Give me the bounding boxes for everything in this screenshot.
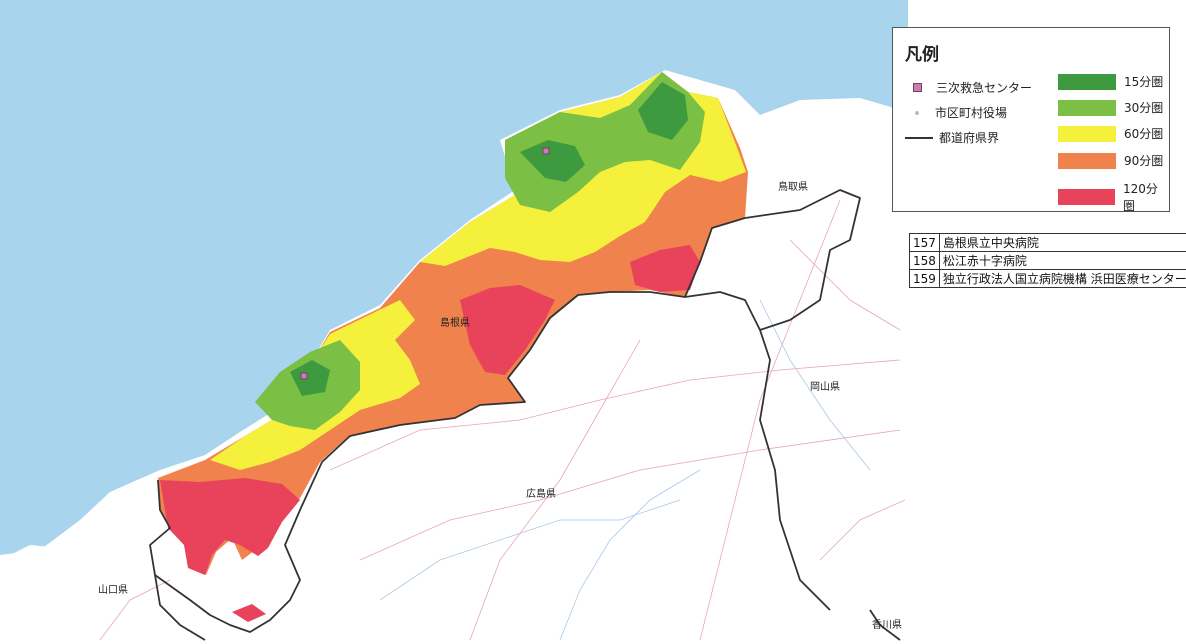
- hospital-id: 158: [909, 251, 940, 270]
- emergency-center-marker[interactable]: [300, 372, 308, 380]
- hospital-name: 松江赤十字病院: [938, 251, 1186, 270]
- map[interactable]: 島根県 鳥取県 岡山県 広島県 山口県 香川県: [0, 0, 908, 644]
- hospital-name: 独立行政法人国立病院機構 浜田医療センター: [938, 269, 1186, 288]
- road-network: [99, 199, 906, 641]
- legend-title: 凡例: [905, 45, 939, 65]
- label-tottori: 鳥取県: [778, 180, 808, 193]
- label-okayama: 岡山県: [810, 381, 840, 393]
- zone-swatch: [1058, 189, 1115, 205]
- legend-zone-120: 120分圏: [1058, 180, 1169, 214]
- hospital-table: 157 島根県立中央病院 158 松江赤十字病院 159 独立行政法人国立病院機…: [909, 233, 1186, 288]
- yamaguchi-border: [154, 574, 206, 641]
- shimane-border: [149, 217, 746, 633]
- kagawa-border: [869, 609, 901, 641]
- label-yamaguchi: 山口県: [98, 584, 128, 596]
- hospital-id: 157: [909, 233, 940, 252]
- legend: 凡例 三次救急センター 市区町村役場 都道府県界 15分圏 30分圏 60分圏 …: [892, 27, 1170, 214]
- table-row: 157 島根県立中央病院: [909, 233, 1186, 252]
- zone-15: [520, 140, 585, 182]
- zone-swatch: [1058, 152, 1116, 169]
- legend-symbol-center: 三次救急センター: [913, 79, 1032, 96]
- prefecture-borders: [149, 189, 901, 641]
- legend-symbol-border: 都道府県界: [905, 129, 999, 146]
- hospital-name: 島根県立中央病院: [938, 233, 1186, 252]
- zone-15: [290, 360, 330, 396]
- tottori-border: [684, 189, 861, 331]
- square-marker-icon: [913, 83, 922, 92]
- emergency-center-marker[interactable]: [542, 147, 550, 155]
- label-hiroshima: 広島県: [526, 487, 556, 500]
- label-kagawa: 香川県: [872, 619, 902, 631]
- line-icon: [905, 136, 933, 139]
- river-network: [379, 299, 871, 641]
- label-shimane: 島根県: [440, 316, 470, 329]
- zone-120: [630, 245, 700, 292]
- legend-zone-60: 60分圏: [1058, 125, 1163, 142]
- legend-symbol-office: 市区町村役場: [913, 104, 1007, 121]
- okayama-border: [759, 329, 831, 611]
- zone-15: [638, 82, 688, 140]
- legend-zone-30: 30分圏: [1058, 99, 1163, 116]
- zone-120: [460, 285, 555, 375]
- zone-swatch: [1058, 125, 1116, 142]
- legend-zone-90: 90分圏: [1058, 152, 1163, 169]
- zone-120: [232, 604, 266, 622]
- zone-120: [160, 478, 300, 575]
- zone-swatch: [1058, 73, 1116, 90]
- legend-zone-15: 15分圏: [1058, 73, 1163, 90]
- land-area-west: [0, 545, 60, 610]
- table-row: 159 独立行政法人国立病院機構 浜田医療センター: [909, 269, 1186, 288]
- dot-marker-icon: [915, 110, 919, 115]
- zone-swatch: [1058, 99, 1116, 116]
- table-row: 158 松江赤十字病院: [909, 251, 1186, 270]
- hospital-id: 159: [909, 269, 940, 288]
